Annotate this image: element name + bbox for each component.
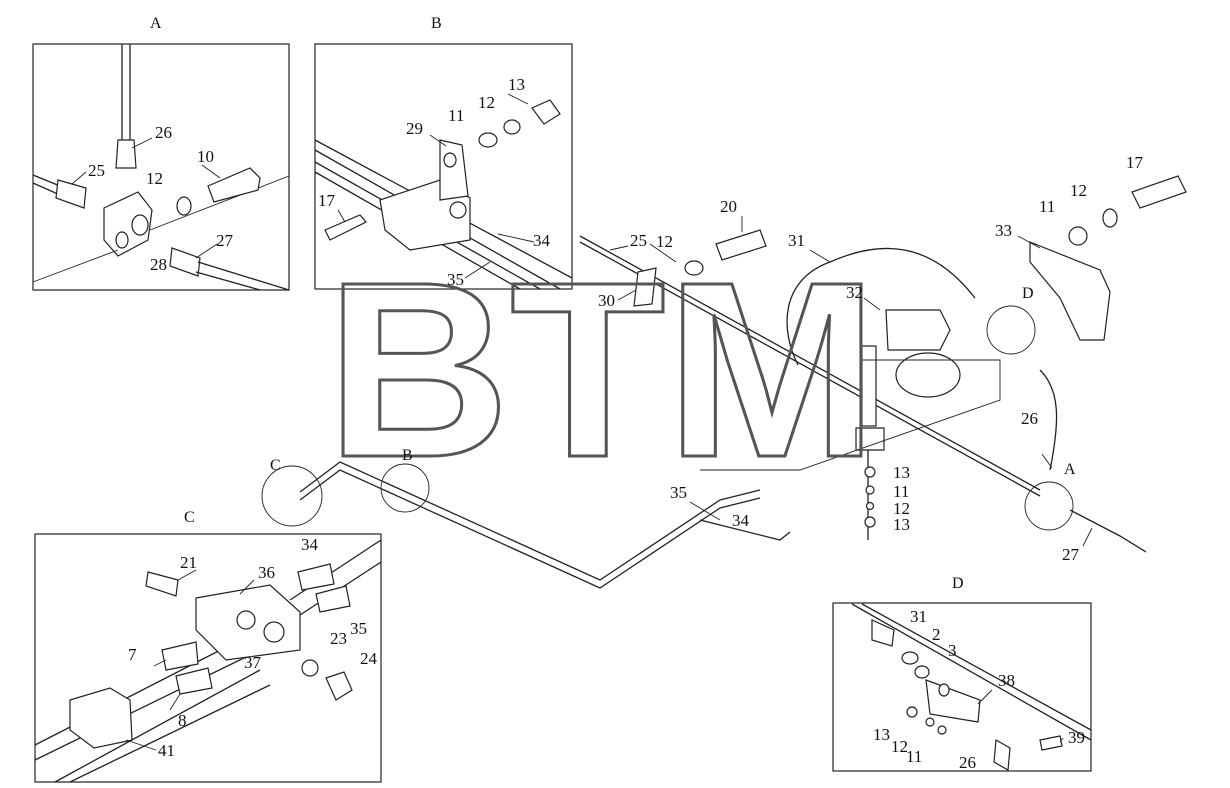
- part-label: 31: [788, 231, 805, 250]
- part-label: 35: [670, 483, 687, 502]
- inset-b-frame: [314, 43, 573, 290]
- part-label: 35: [447, 270, 464, 289]
- inset-a-title: A: [150, 15, 162, 32]
- part-label: 12: [893, 499, 910, 518]
- part-label: 28: [150, 255, 167, 274]
- part-label: 41: [158, 741, 175, 760]
- part-label: 11: [448, 106, 464, 125]
- part-label: 34: [533, 231, 551, 250]
- part-label: 37: [244, 653, 262, 672]
- part-label: 13: [893, 515, 910, 534]
- part-label: 10: [197, 147, 214, 166]
- part-label: 27: [1062, 545, 1080, 564]
- inset-c-frame: [34, 533, 382, 783]
- inset-c-drawing: [34, 539, 382, 783]
- part-label: 13: [893, 463, 910, 482]
- inset-a-frame: [32, 43, 290, 291]
- part-label: 32: [846, 283, 863, 302]
- part-label: 12: [478, 93, 495, 112]
- part-label: 7: [128, 645, 137, 664]
- part-label: 21: [180, 553, 197, 572]
- part-label: 23: [330, 629, 347, 648]
- inset-b-drawing: [314, 99, 573, 290]
- inset-d-drawing: [851, 603, 1092, 771]
- inset-b-title: B: [431, 15, 442, 32]
- part-label: 20: [720, 197, 737, 216]
- part-label: 35: [350, 619, 367, 638]
- part-label: 36: [258, 563, 275, 582]
- part-label: 3: [948, 641, 957, 660]
- ref-d: D: [1022, 285, 1034, 302]
- part-label: 34: [732, 511, 750, 530]
- part-label: 8: [178, 711, 187, 730]
- part-label: 11: [906, 747, 922, 766]
- part-label: 2: [932, 625, 941, 644]
- part-label: 26: [1021, 409, 1038, 428]
- watermark: BTM: [326, 230, 878, 509]
- ref-a: A: [1064, 461, 1076, 478]
- part-label: 29: [406, 119, 423, 138]
- part-label: 39: [1068, 728, 1085, 747]
- part-label: 34: [301, 535, 319, 554]
- part-label: 38: [998, 671, 1015, 690]
- part-label: 25: [630, 231, 647, 250]
- ref-c: C: [270, 457, 281, 474]
- main-assembly: [261, 175, 1187, 589]
- part-label: 12: [656, 232, 673, 251]
- part-label: 25: [88, 161, 105, 180]
- part-label: 17: [318, 191, 336, 210]
- part-label: 17: [1126, 153, 1144, 172]
- part-label: 33: [995, 221, 1012, 240]
- part-label: 13: [873, 725, 890, 744]
- part-label: 30: [598, 291, 615, 310]
- part-label: 31: [910, 607, 927, 626]
- inset-a-drawing: [32, 44, 290, 291]
- part-label: 12: [1070, 181, 1087, 200]
- part-label: 13: [508, 75, 525, 94]
- inset-c-title: C: [184, 509, 195, 526]
- part-label: 12: [891, 737, 908, 756]
- part-label: 27: [216, 231, 234, 250]
- part-label: 11: [893, 482, 909, 501]
- part-label: 26: [959, 753, 976, 772]
- inset-d-title: D: [952, 575, 964, 592]
- part-label: 26: [155, 123, 172, 142]
- part-label: 12: [146, 169, 163, 188]
- part-label: 11: [1039, 197, 1055, 216]
- leader-lines: [71, 93, 1093, 751]
- inset-d-frame: [832, 602, 1092, 772]
- ref-b: B: [402, 447, 413, 464]
- part-label: 24: [360, 649, 378, 668]
